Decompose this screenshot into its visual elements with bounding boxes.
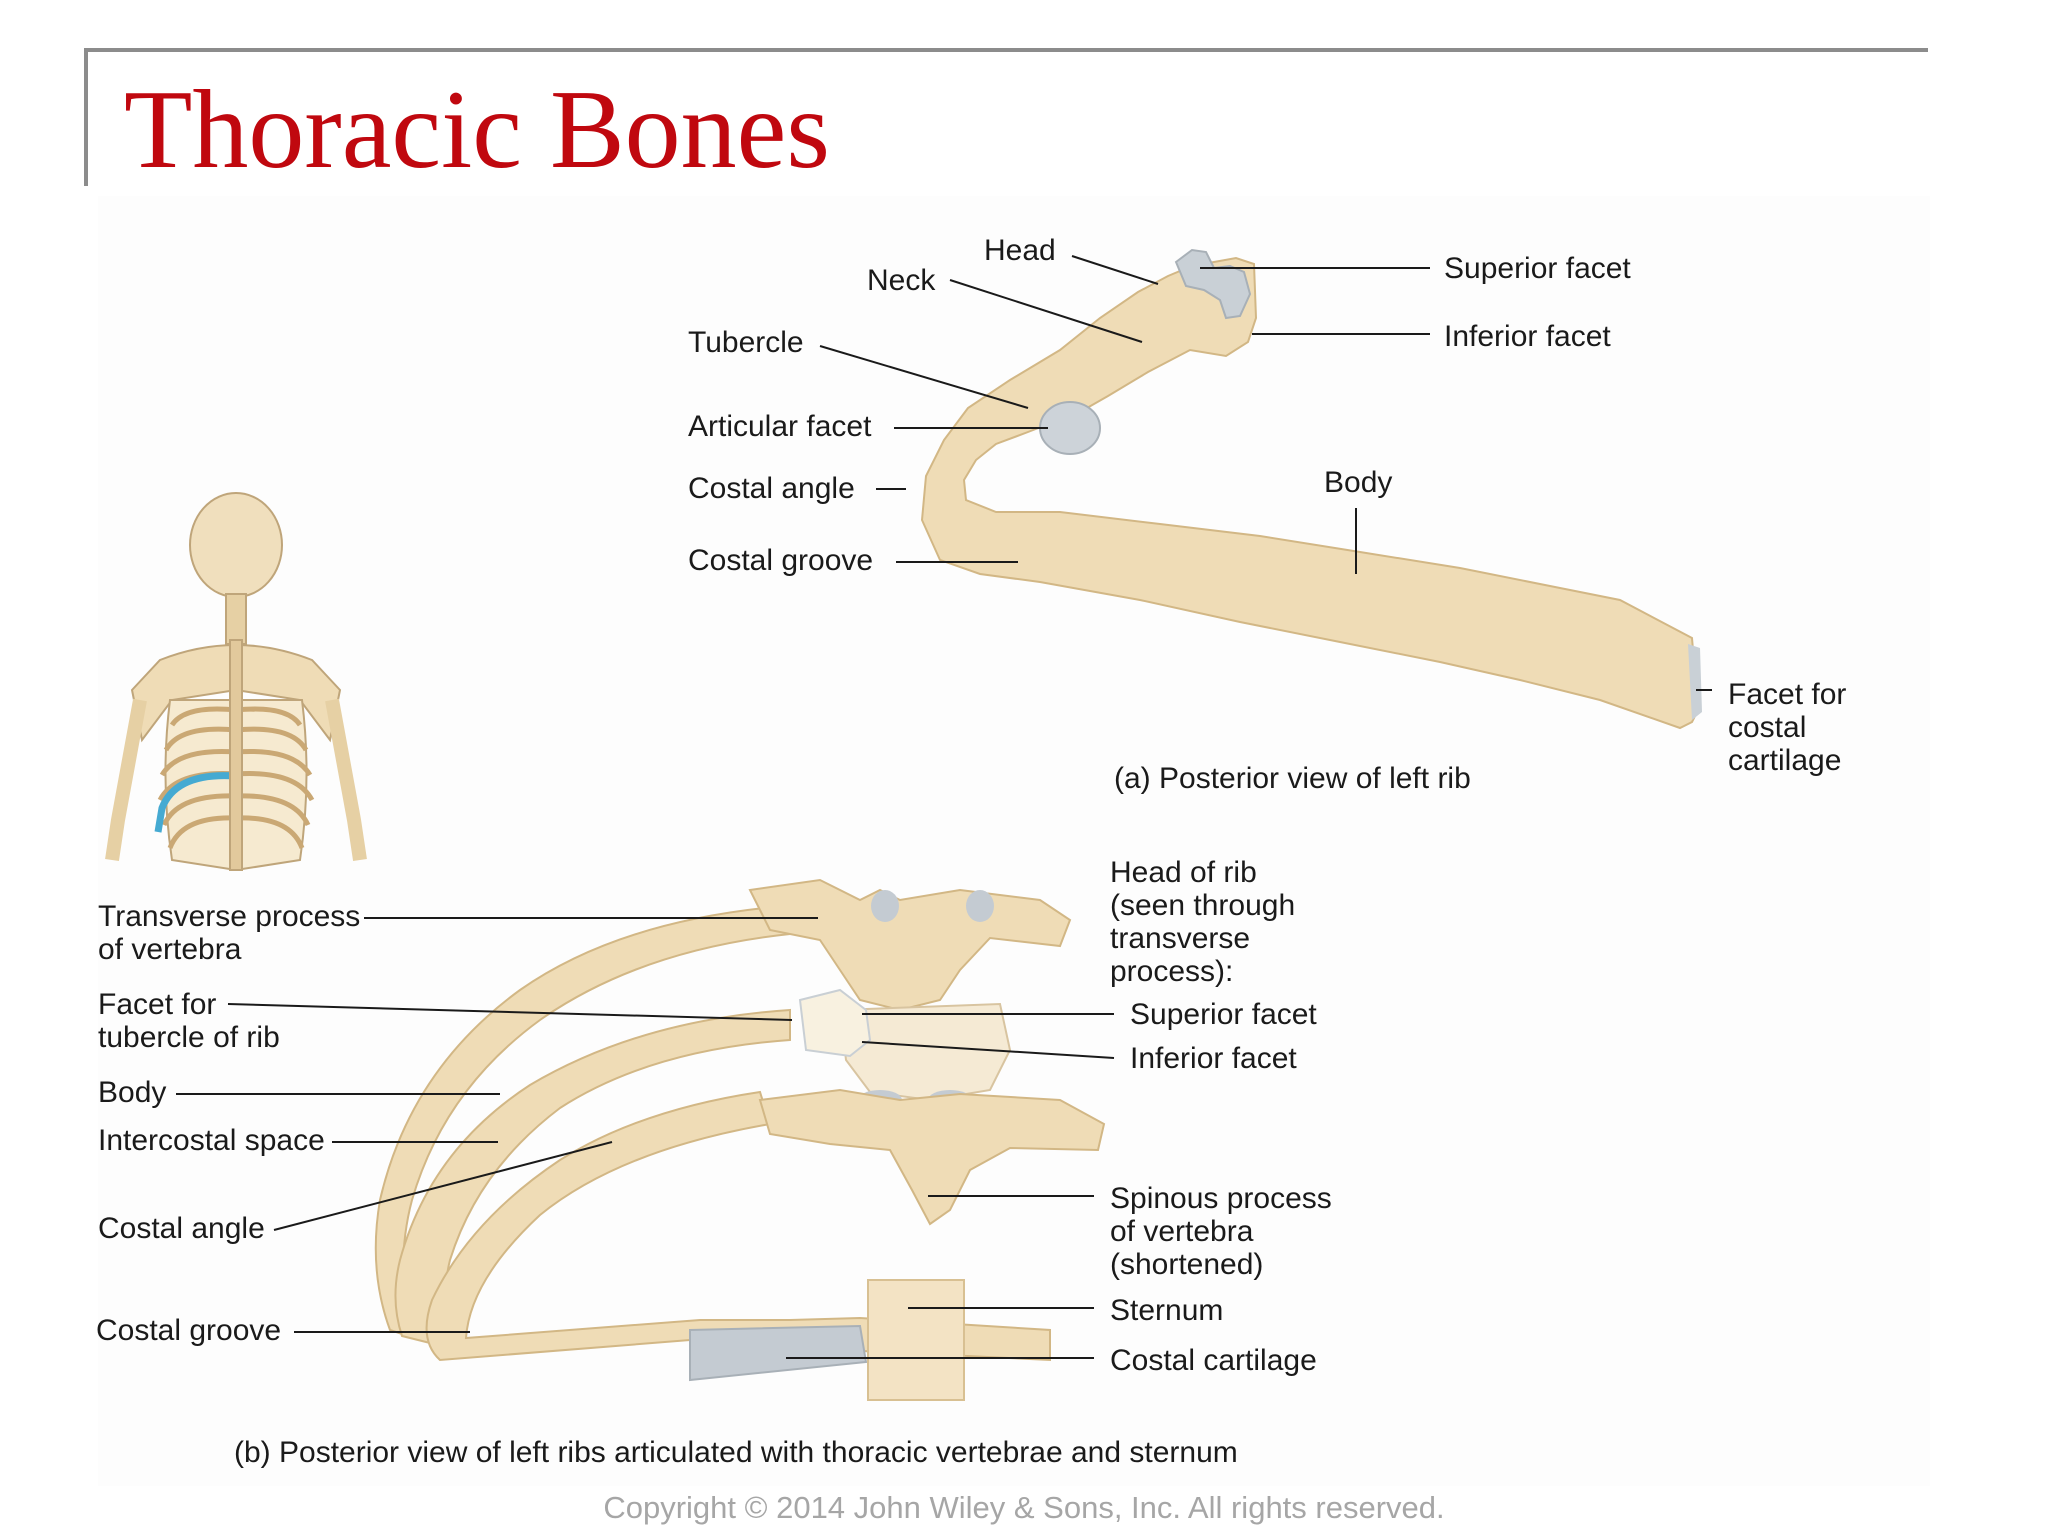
label-transverse-process: Transverse process of vertebra bbox=[98, 900, 360, 966]
label-line: Transverse process bbox=[98, 900, 361, 933]
label-body-b: Body bbox=[98, 1076, 167, 1109]
label-line: Facet for bbox=[1728, 678, 1847, 711]
label-line: Spinous process bbox=[1110, 1182, 1332, 1215]
label-costal-angle: Costal angle bbox=[688, 472, 855, 505]
slide-title: Thoracic Bones bbox=[124, 68, 830, 192]
label-tubercle: Tubercle bbox=[688, 326, 804, 359]
leader-lines bbox=[176, 255, 1712, 1359]
label-line: of vertebra bbox=[98, 933, 242, 966]
label-costal-groove-b: Costal groove bbox=[96, 1314, 282, 1347]
label-costal-cartilage: Costal cartilage bbox=[1110, 1344, 1317, 1377]
label-line: transverse bbox=[1110, 922, 1251, 955]
label-line: (shortened) bbox=[1110, 1248, 1264, 1281]
skeleton-thumbnail bbox=[105, 492, 367, 872]
caption-b: (b) Posterior view of left ribs articula… bbox=[234, 1436, 1238, 1469]
label-facet-costal-cartilage: Facet for costal cartilage bbox=[1728, 678, 1846, 777]
label-sternum: Sternum bbox=[1110, 1294, 1224, 1327]
label-superior-facet: Superior facet bbox=[1444, 252, 1631, 285]
label-line: costal bbox=[1728, 711, 1807, 744]
label-body: Body bbox=[1324, 466, 1393, 499]
label-line: Head of rib bbox=[1110, 856, 1257, 889]
caption-a: (a) Posterior view of left rib bbox=[1114, 762, 1471, 795]
label-inferior-facet: Inferior facet bbox=[1444, 320, 1611, 353]
label-inferior-facet-b: Inferior facet bbox=[1130, 1042, 1297, 1075]
label-intercostal-space: Intercostal space bbox=[98, 1124, 325, 1157]
slide-frame-left bbox=[84, 48, 88, 186]
slide-frame-top bbox=[84, 48, 1928, 52]
label-articular-facet: Articular facet bbox=[688, 410, 872, 443]
label-spinous-process: Spinous process of vertebra (shortened) bbox=[1110, 1182, 1332, 1281]
label-head-of-rib: Head of rib (seen through transverse pro… bbox=[1110, 856, 1295, 988]
label-neck: Neck bbox=[867, 264, 936, 297]
label-line: (seen through bbox=[1110, 889, 1296, 922]
label-line: Facet for bbox=[98, 988, 217, 1021]
label-superior-facet-b: Superior facet bbox=[1130, 998, 1317, 1031]
label-costal-angle-b: Costal angle bbox=[98, 1212, 265, 1245]
label-line: cartilage bbox=[1728, 744, 1842, 777]
label-costal-groove: Costal groove bbox=[688, 544, 874, 577]
label-facet-tubercle: Facet for tubercle of rib bbox=[98, 988, 280, 1054]
copyright-notice: Copyright © 2014 John Wiley & Sons, Inc.… bbox=[603, 1490, 1445, 1525]
label-line: tubercle of rib bbox=[98, 1021, 280, 1054]
vertebrae-and-ribs-b bbox=[374, 878, 1106, 1401]
label-head: Head bbox=[984, 234, 1056, 267]
label-line: process): bbox=[1110, 955, 1234, 988]
label-line: of vertebra bbox=[1110, 1215, 1254, 1248]
